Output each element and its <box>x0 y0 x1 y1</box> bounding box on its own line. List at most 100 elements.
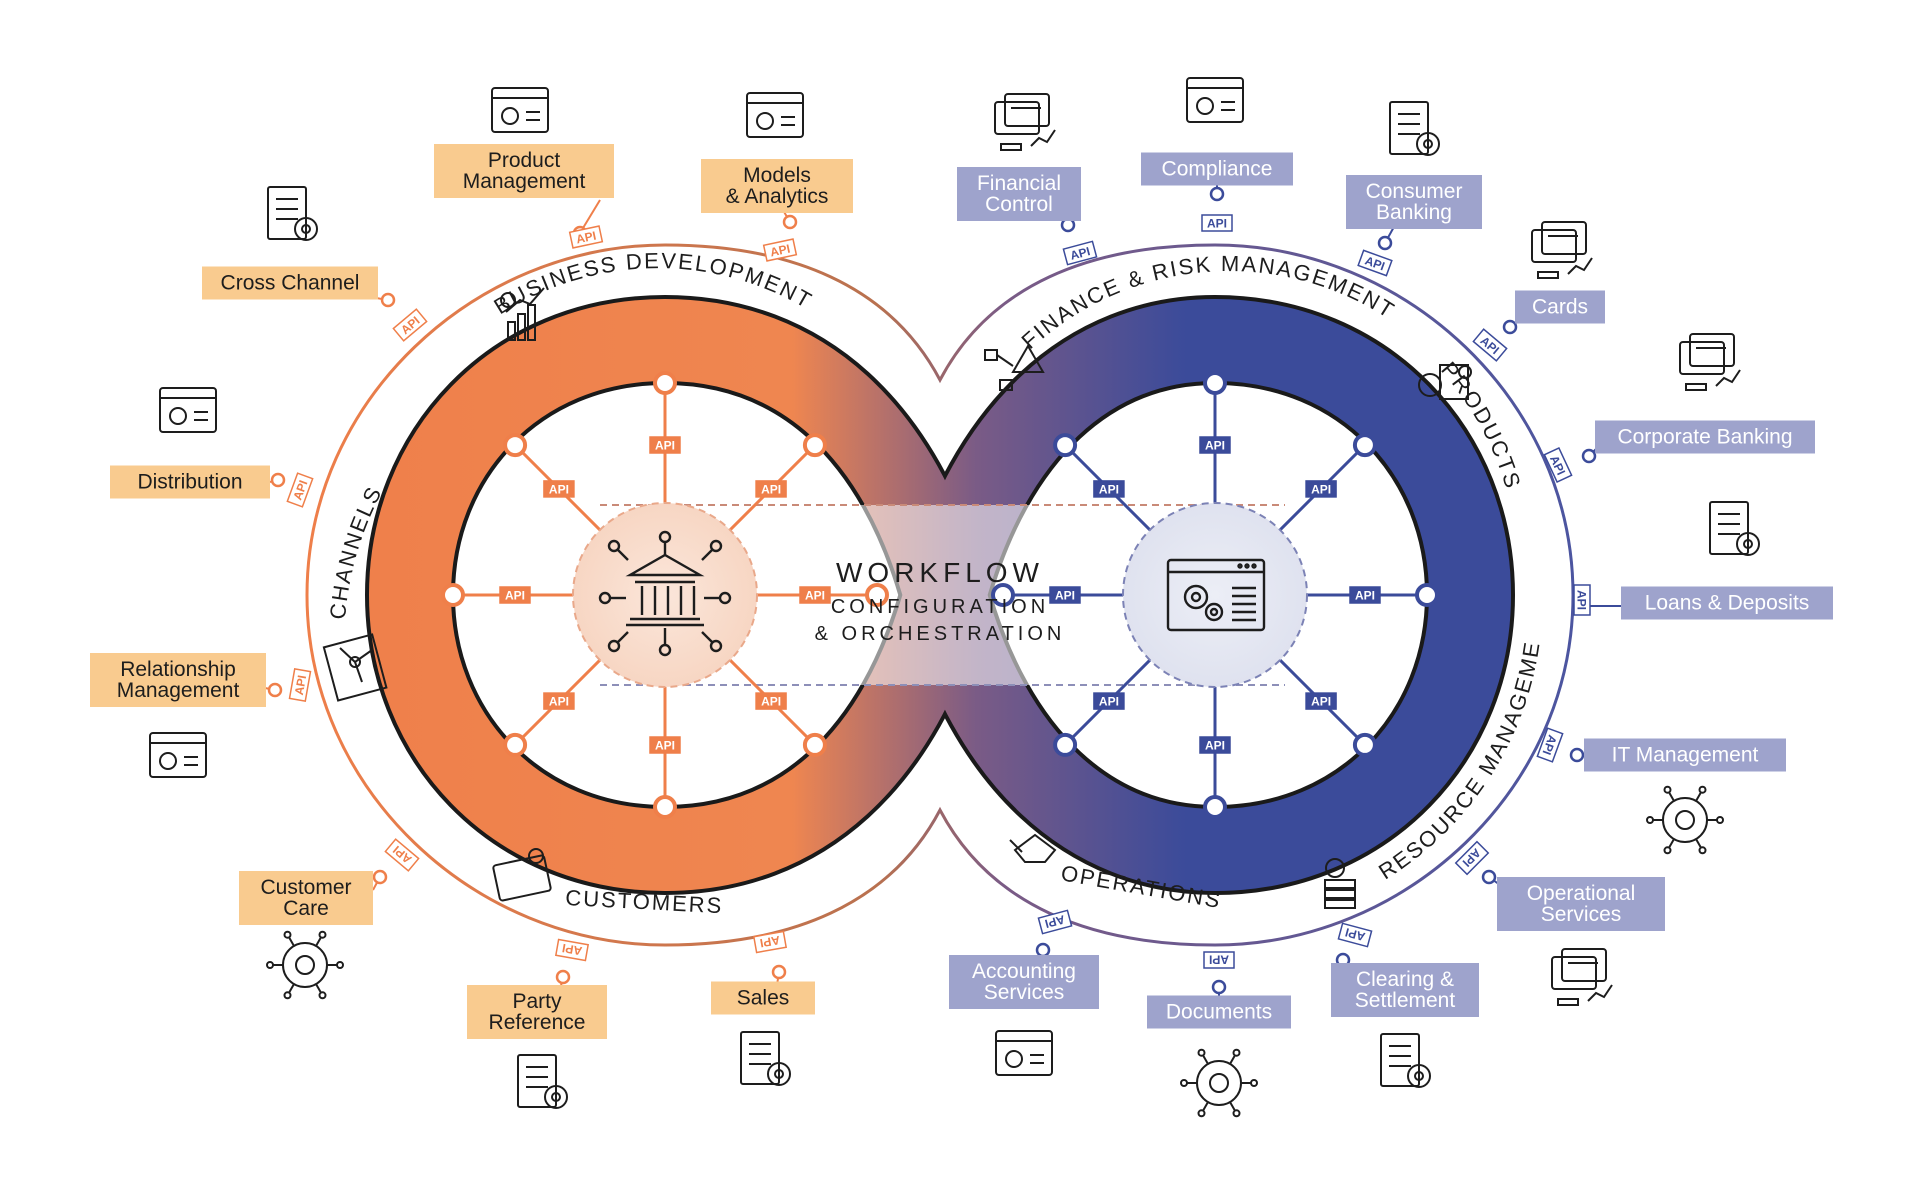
module-label: Sales <box>737 987 790 1010</box>
connector-node <box>372 869 388 885</box>
spoke-node <box>653 795 677 819</box>
module-box[interactable] <box>949 955 1099 1009</box>
svg-text:API: API <box>290 478 310 502</box>
api-tag: API <box>1203 951 1235 969</box>
api-tag: API <box>543 480 575 498</box>
module-box[interactable] <box>711 981 815 1015</box>
api-tag: API <box>392 308 428 342</box>
api-tag: API <box>1093 692 1125 710</box>
module-box[interactable] <box>239 871 373 925</box>
module-documents[interactable]: API Documents <box>1147 951 1291 1118</box>
connector-node <box>1569 747 1585 763</box>
spoke-node <box>991 583 1015 607</box>
spoke-node <box>1415 583 1439 607</box>
buildings-icon <box>1679 333 1741 391</box>
module-box[interactable] <box>1595 420 1815 454</box>
module-box[interactable] <box>434 144 614 198</box>
module-box[interactable] <box>110 465 270 499</box>
api-tag: API <box>288 667 312 703</box>
module-sales[interactable]: API Sales <box>711 930 815 1086</box>
svg-text:API: API <box>761 482 781 496</box>
module-label: Management <box>117 679 240 702</box>
connector-node <box>771 964 787 980</box>
module-box[interactable] <box>467 985 607 1039</box>
api-tag: API <box>1062 240 1098 266</box>
svg-text:API: API <box>575 229 597 247</box>
factory-gear-icon <box>1418 364 1472 400</box>
module-label: Consumer <box>1366 180 1463 203</box>
svg-text:API: API <box>655 439 675 453</box>
module-box[interactable] <box>1621 586 1833 620</box>
module-label: Distribution <box>137 471 242 494</box>
module-box[interactable] <box>202 266 378 300</box>
svg-text:API: API <box>292 674 309 696</box>
module-loans-deposits[interactable]: API Loans & Deposits <box>1572 501 1833 620</box>
api-tag: API <box>1349 586 1381 604</box>
credit-cards-icon <box>1531 221 1593 279</box>
box-gear-icon <box>491 87 549 133</box>
svg-text:API: API <box>1099 695 1119 709</box>
svg-text:API: API <box>1311 695 1331 709</box>
connector-node <box>1209 186 1225 202</box>
spoke-node <box>1203 371 1227 395</box>
module-box[interactable] <box>1497 877 1665 931</box>
module-box[interactable] <box>90 653 266 707</box>
spoke-node <box>1053 732 1078 757</box>
growth-bars-icon <box>500 287 545 341</box>
growth-chart-icon <box>740 1031 791 1086</box>
module-label: Compliance <box>1162 158 1273 181</box>
browser-gears-icon <box>1166 558 1266 632</box>
module-compliance[interactable]: API Compliance <box>1141 77 1293 232</box>
api-tag: API <box>1357 249 1393 277</box>
api-tag: API <box>1543 447 1573 483</box>
connector-node <box>782 214 798 230</box>
network-chart-icon <box>322 633 388 702</box>
module-label: Documents <box>1166 1001 1272 1024</box>
module-box[interactable] <box>701 159 853 213</box>
spoke-node <box>1352 732 1377 757</box>
svg-text:API: API <box>759 933 781 950</box>
module-box[interactable] <box>1346 175 1482 229</box>
module-box[interactable] <box>1147 995 1291 1029</box>
svg-text:API: API <box>1575 590 1589 610</box>
connector-node <box>1502 319 1518 335</box>
module-box[interactable] <box>1141 152 1293 186</box>
section-resource-management: RESOURCE MANAGEMENT <box>0 0 1543 884</box>
module-label: Operational <box>1527 882 1636 905</box>
module-box[interactable] <box>1331 963 1479 1017</box>
svg-text:API: API <box>1055 589 1075 603</box>
spoke-node <box>1352 433 1377 458</box>
api-tag: API <box>1093 480 1125 498</box>
api-tag: API <box>1049 586 1081 604</box>
svg-text:API: API <box>1205 739 1225 753</box>
module-box[interactable] <box>1584 738 1786 772</box>
module-box[interactable] <box>1515 290 1605 324</box>
spoke-node <box>441 583 465 607</box>
connector-node <box>1035 942 1051 958</box>
svg-text:API: API <box>505 589 525 603</box>
svg-text:API: API <box>1207 217 1227 231</box>
module-label: IT Management <box>1612 744 1759 767</box>
module-label: Loans & Deposits <box>1645 592 1810 615</box>
module-box[interactable] <box>957 167 1081 221</box>
svg-text:API: API <box>549 482 569 496</box>
module-label: Models <box>743 164 811 187</box>
module-distribution[interactable]: API Distribution <box>110 387 314 508</box>
api-tag: API <box>554 938 590 962</box>
